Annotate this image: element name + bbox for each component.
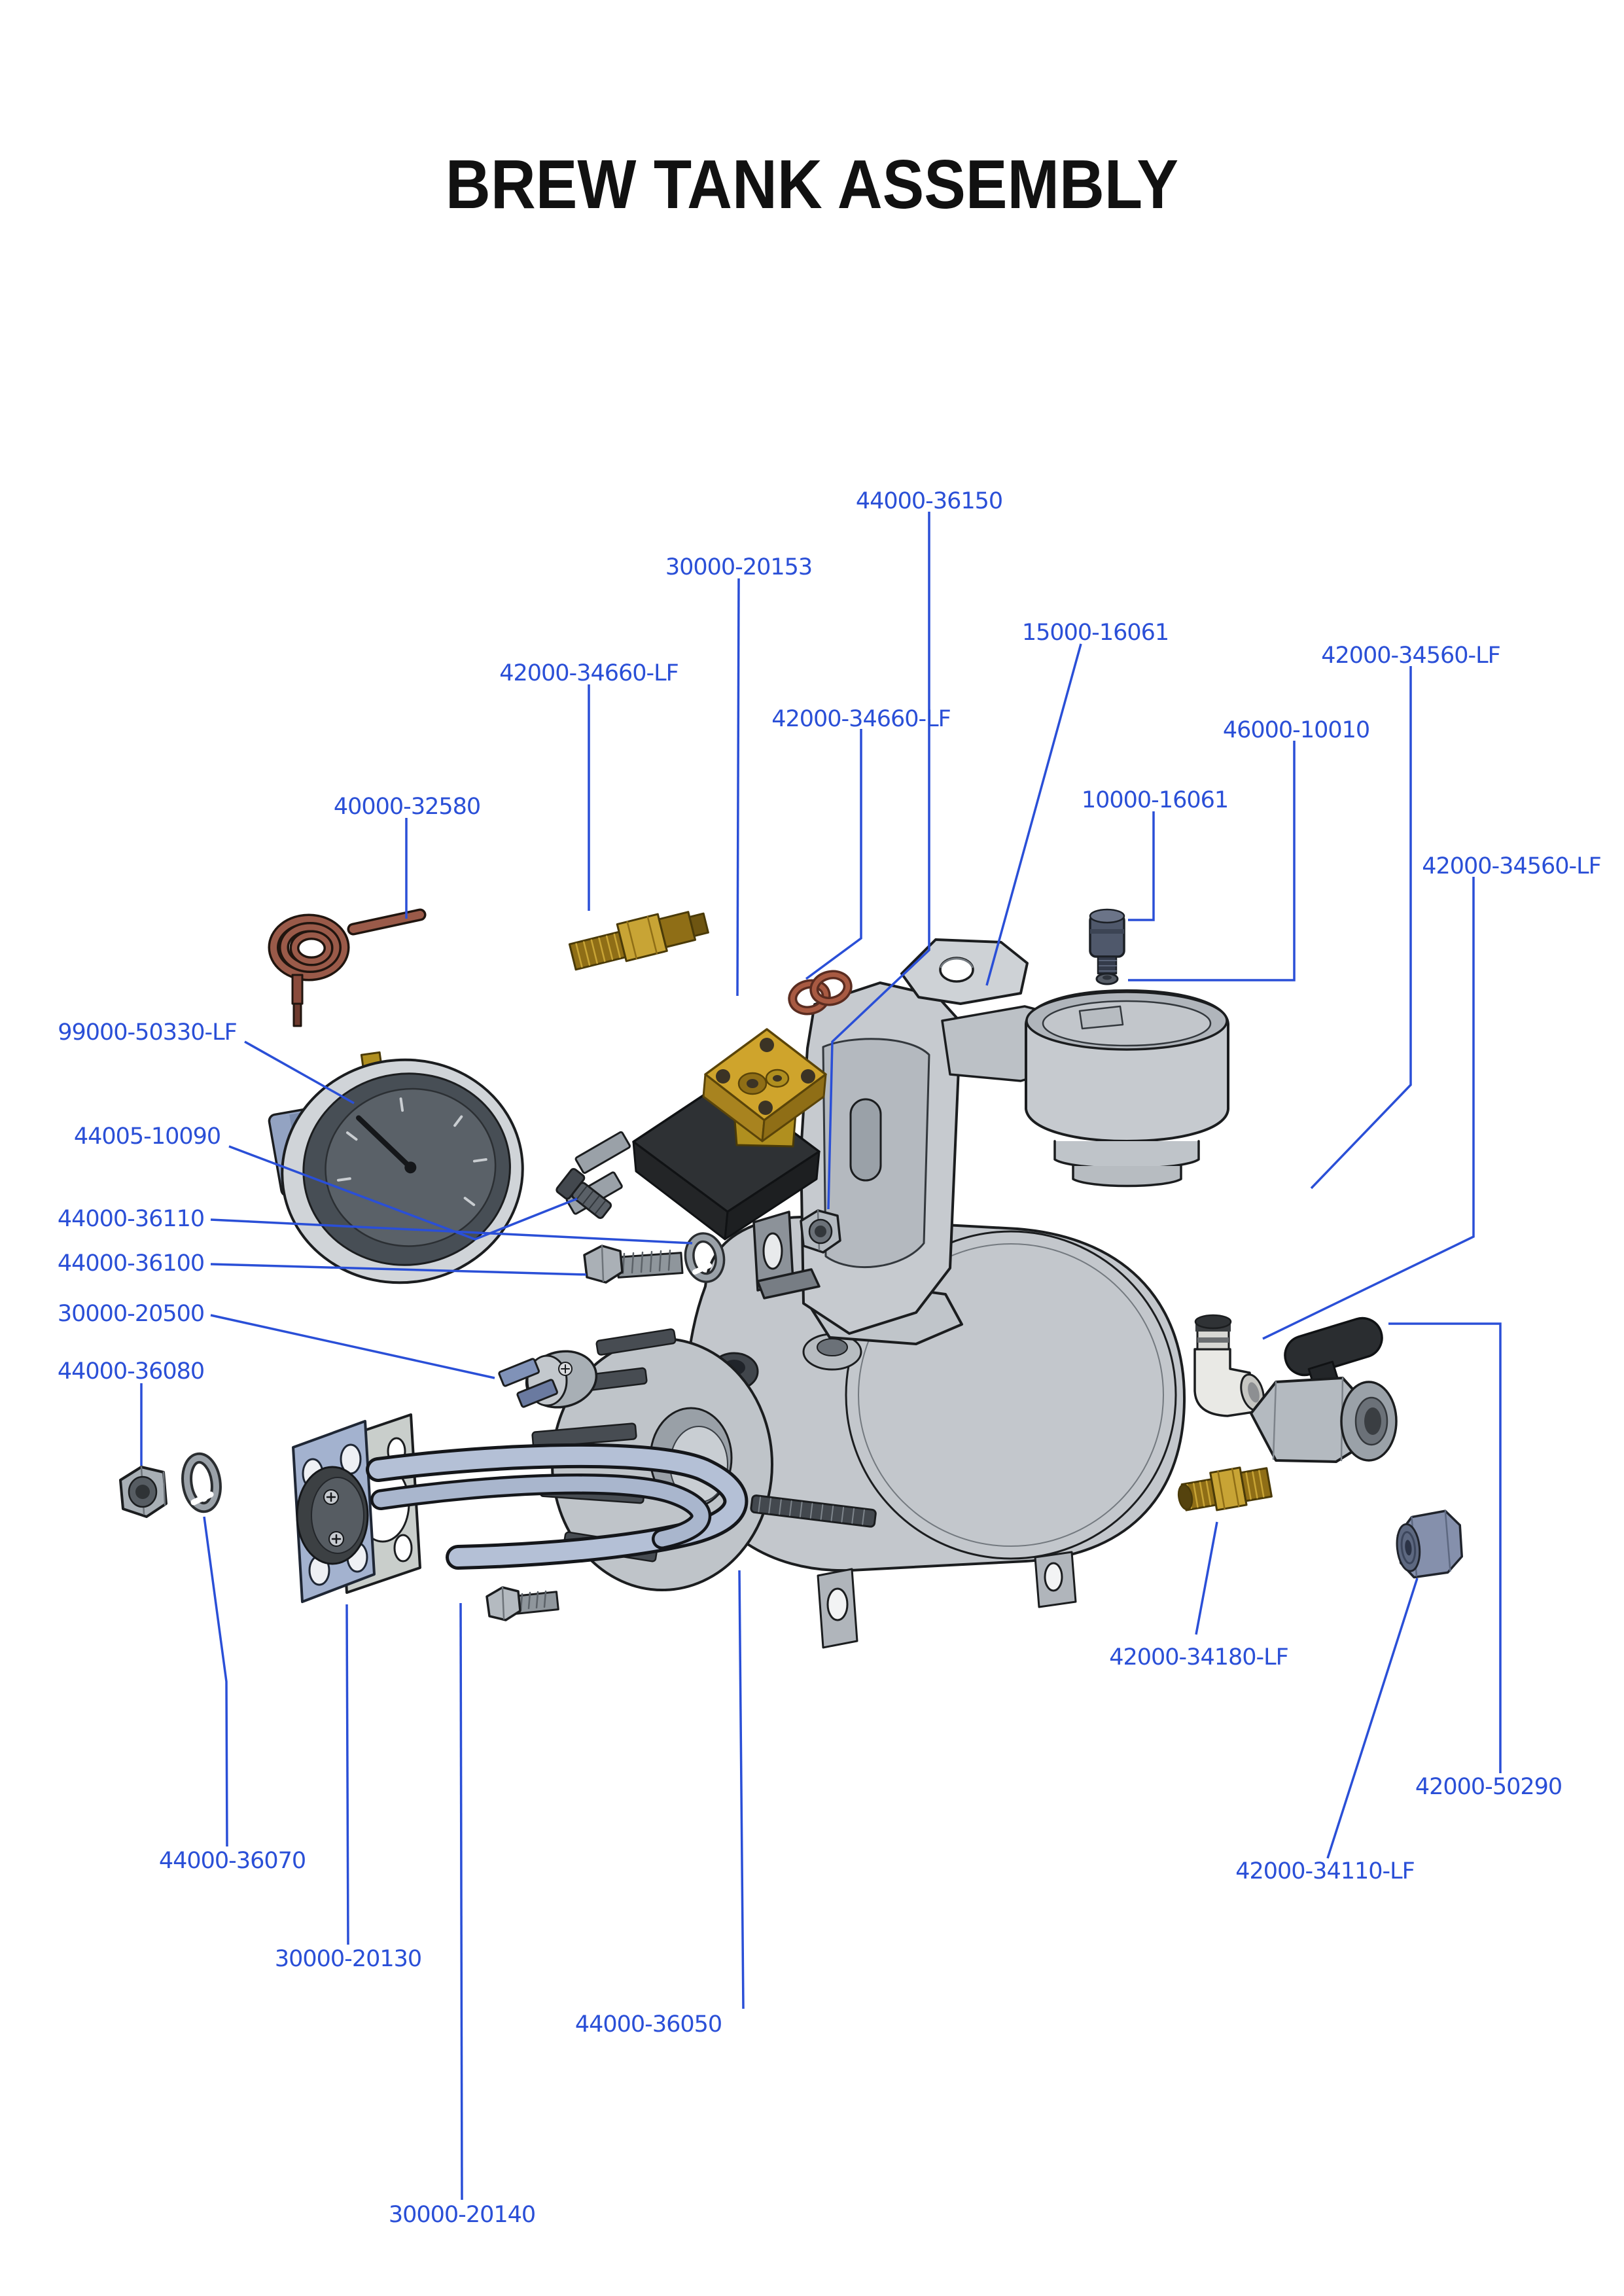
part-label-thermostat: 30000-20500 bbox=[58, 1301, 204, 1327]
part-label-elbow-push: 42000-34560-LF bbox=[1422, 853, 1601, 879]
leader-support-arm bbox=[985, 643, 1082, 986]
vent-seal-washer bbox=[1095, 972, 1119, 985]
solenoid-brass-plate bbox=[702, 1028, 827, 1142]
leader-thermostat bbox=[210, 1314, 495, 1379]
brass-nipple bbox=[1177, 1466, 1273, 1511]
part-label-check-fitting: 42000-34660-LF bbox=[499, 660, 679, 686]
part-label-hex-bolt-mid: 44000-36100 bbox=[58, 1250, 204, 1277]
leader-lines-layer bbox=[140, 512, 1502, 2200]
air-vent-valve bbox=[1089, 908, 1125, 975]
tank-tab-right bbox=[1034, 1551, 1077, 1608]
capillary-coil bbox=[268, 908, 427, 1027]
parts-layer bbox=[119, 908, 1463, 1649]
leader-nut-top bbox=[827, 512, 930, 1210]
leader-element-flange bbox=[345, 1604, 349, 1945]
leader-elbow-push bbox=[1262, 877, 1475, 1340]
heating-element-tubes bbox=[366, 1443, 749, 1570]
part-label-capillary-coil: 40000-32580 bbox=[334, 794, 480, 820]
part-label-socket-screw: 44005-10090 bbox=[74, 1123, 221, 1150]
part-label-support-arm: 15000-16061 bbox=[1022, 620, 1169, 646]
leader-hex-bolt-mid bbox=[210, 1263, 587, 1276]
leader-o-rings bbox=[805, 729, 862, 980]
leader-hex-bolt-tank bbox=[738, 1570, 745, 2009]
part-label-hex-nut-left: 44000-36080 bbox=[58, 1358, 204, 1385]
socket-head-screw bbox=[556, 1168, 612, 1219]
leader-vent-valve bbox=[1128, 811, 1155, 921]
hex-bolt-tank bbox=[485, 1586, 559, 1621]
ball-valve bbox=[1250, 1316, 1398, 1463]
leader-lock-washer-mid bbox=[210, 1218, 693, 1245]
hex-bolt-mid bbox=[583, 1245, 684, 1284]
leader-socket-screw bbox=[228, 1145, 578, 1241]
part-label-valve-plate: 30000-20153 bbox=[665, 554, 812, 580]
part-label-gauge-assy: 99000-50330-LF bbox=[58, 1019, 237, 1046]
heating-element-flange bbox=[292, 1420, 376, 1603]
check-valve-fitting bbox=[568, 911, 709, 971]
part-label-nut-top: 44000-36150 bbox=[856, 488, 1002, 514]
leader-lock-washer-left bbox=[203, 1516, 228, 1847]
leader-elbow-brass bbox=[1310, 666, 1412, 1190]
funnel-cup bbox=[1025, 989, 1229, 1188]
lock-washer-mid bbox=[684, 1232, 726, 1283]
pressure-gauge bbox=[268, 1051, 524, 1284]
hex-nut-left bbox=[119, 1466, 168, 1518]
push-elbow-white bbox=[1193, 1314, 1265, 1417]
tank-tab-left bbox=[817, 1568, 858, 1649]
hex-cap bbox=[1396, 1510, 1463, 1579]
leader-nipple-brass bbox=[1195, 1521, 1218, 1635]
part-label-vent-seal: 46000-10010 bbox=[1223, 717, 1369, 743]
part-label-lock-washer-left: 44000-36070 bbox=[159, 1848, 306, 1874]
leader-vent-seal bbox=[1128, 741, 1296, 981]
hex-nut-mid bbox=[800, 1209, 841, 1254]
part-label-hex-cap: 42000-34110-LF bbox=[1235, 1858, 1415, 1884]
part-label-o-rings: 42000-34660-LF bbox=[771, 706, 951, 732]
lock-washer-left bbox=[181, 1452, 222, 1513]
thermostat bbox=[498, 1350, 598, 1409]
leader-element-gasket bbox=[459, 1602, 463, 2200]
part-label-lock-washer-mid: 44000-36110 bbox=[58, 1206, 204, 1232]
l-bracket bbox=[752, 1210, 821, 1299]
part-label-nipple-brass: 42000-34180-LF bbox=[1109, 1644, 1288, 1670]
part-label-vent-valve: 10000-16061 bbox=[1082, 787, 1228, 813]
page-title: BREW TANK ASSEMBLY bbox=[445, 146, 1179, 223]
leader-hex-cap bbox=[1326, 1578, 1419, 1859]
part-label-element-flange: 30000-20130 bbox=[275, 1946, 421, 1972]
part-label-elbow-brass: 42000-34560-LF bbox=[1321, 643, 1500, 669]
part-label-element-gasket: 30000-20140 bbox=[389, 2202, 535, 2228]
part-label-ball-valve: 42000-50290 bbox=[1415, 1774, 1562, 1800]
leader-ball-valve bbox=[1388, 1322, 1502, 1773]
part-label-hex-bolt-tank: 44000-36050 bbox=[575, 2011, 722, 2038]
element-stud bbox=[750, 1494, 877, 1528]
leader-valve-plate bbox=[736, 578, 740, 997]
leader-gauge-assy bbox=[244, 1040, 355, 1104]
labels-layer: 44000-36150 30000-20153 15000-16061 42000-3… bbox=[58, 488, 1602, 2228]
copper-o-rings bbox=[788, 970, 853, 1016]
